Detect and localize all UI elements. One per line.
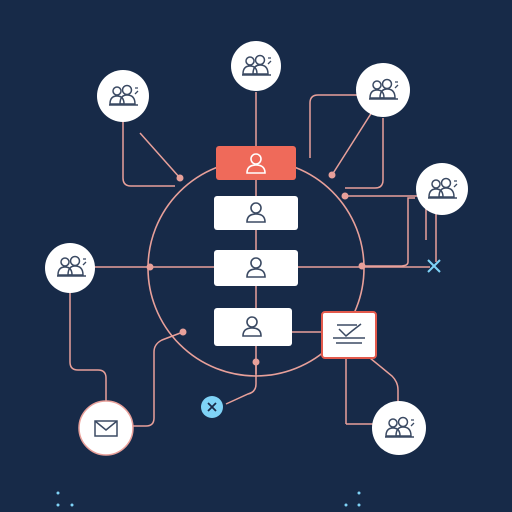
- center-node[interactable]: [214, 308, 292, 346]
- group-node[interactable]: [372, 401, 426, 455]
- connector-line: [309, 94, 358, 158]
- group-node[interactable]: [45, 243, 95, 293]
- connector-line: [345, 118, 384, 189]
- connector-line: [132, 331, 184, 427]
- connector-line: [369, 357, 399, 402]
- center-node[interactable]: [214, 196, 298, 230]
- mail-icon: [94, 420, 118, 437]
- group-node[interactable]: [356, 63, 410, 117]
- connector-line: [139, 132, 181, 179]
- junction-dot: [358, 262, 366, 270]
- decorative-dots: [56, 491, 361, 507]
- junction-dot: [179, 328, 187, 336]
- close-marker[interactable]: [427, 259, 441, 273]
- signature-card-icon: [333, 323, 365, 344]
- junction-dot: [341, 192, 349, 200]
- signature-card-node[interactable]: [321, 311, 377, 359]
- junction-dot: [146, 263, 154, 271]
- connector-line: [331, 111, 373, 176]
- junction-dots: [146, 171, 366, 366]
- connector-line: [225, 362, 257, 405]
- close-marker[interactable]: [201, 396, 223, 418]
- junction-dot: [176, 174, 184, 182]
- connector-line: [69, 292, 107, 402]
- center-stack: [214, 146, 298, 346]
- connector-line: [345, 195, 427, 240]
- group-node[interactable]: [97, 70, 149, 122]
- connector-line: [122, 120, 175, 187]
- center-node[interactable]: [214, 250, 298, 286]
- mail-node[interactable]: [78, 400, 134, 456]
- junction-dot: [252, 358, 260, 366]
- group-node[interactable]: [231, 41, 281, 91]
- connector-line: [362, 197, 415, 267]
- junction-dot: [328, 171, 336, 179]
- group-node[interactable]: [416, 163, 468, 215]
- close-icon: [427, 259, 441, 273]
- center-node-highlighted[interactable]: [216, 146, 296, 180]
